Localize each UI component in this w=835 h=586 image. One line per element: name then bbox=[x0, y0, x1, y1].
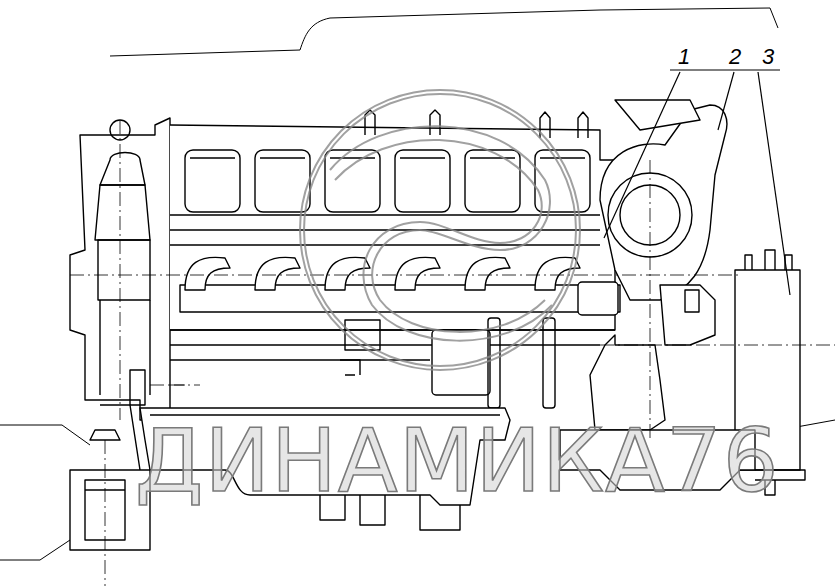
callout-number: 1 bbox=[676, 46, 692, 68]
callout-number: 2 bbox=[727, 46, 743, 68]
callout-number: 3 bbox=[760, 46, 776, 68]
watermark: ДИНАМИКА76 bbox=[135, 418, 780, 506]
